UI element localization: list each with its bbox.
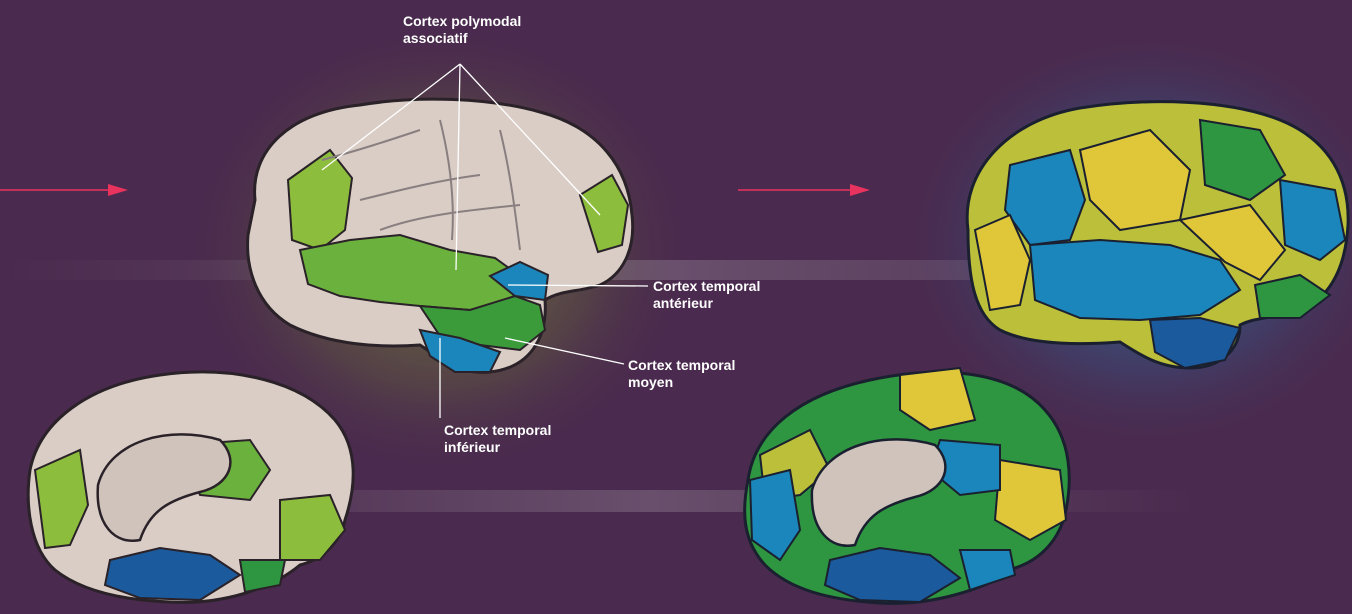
arrow-right bbox=[738, 184, 870, 196]
brain-medial-right bbox=[745, 368, 1070, 603]
label-cortex-temporal-moyen: Cortex temporal moyen bbox=[628, 357, 735, 391]
label-cortex-temporal-anterieur: Cortex temporal antérieur bbox=[653, 278, 760, 312]
brain-medial-left bbox=[28, 372, 353, 602]
label-cortex-temporal-inferieur: Cortex temporal inférieur bbox=[444, 422, 551, 456]
label-cortex-polymodal-associatif: Cortex polymodal associatif bbox=[403, 13, 521, 47]
arrow-left bbox=[0, 184, 128, 196]
